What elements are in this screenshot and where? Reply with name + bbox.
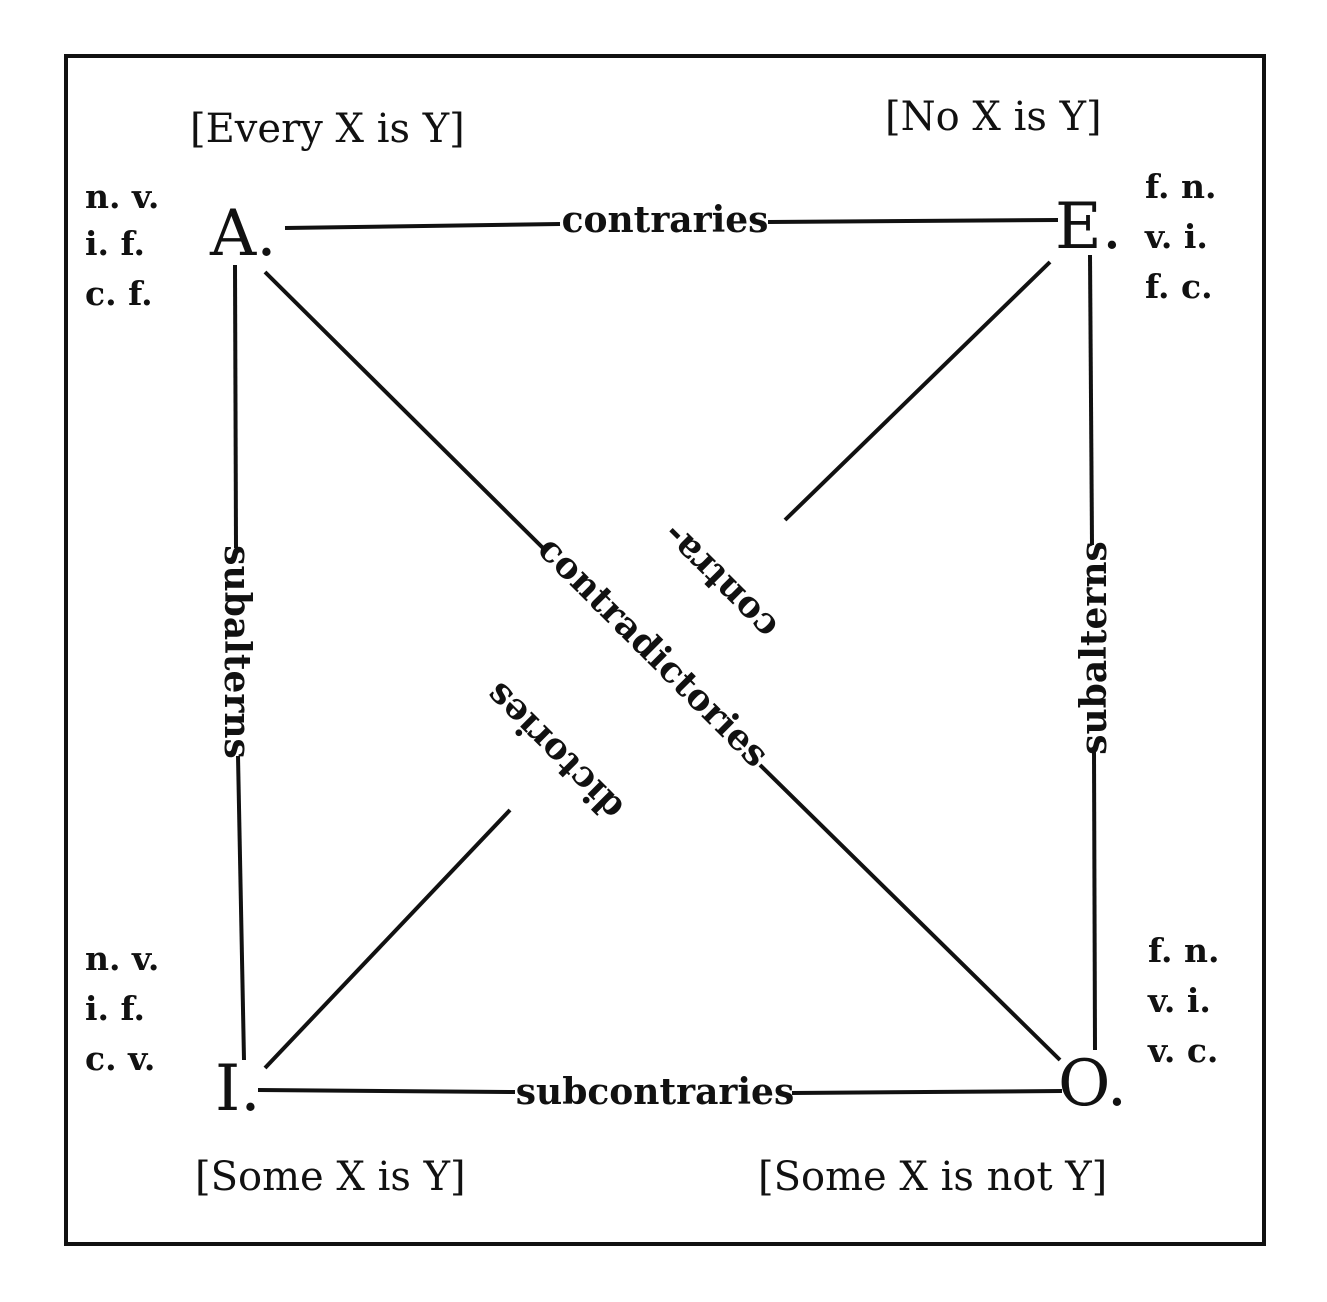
corner-o-letter: O. bbox=[1058, 1047, 1127, 1121]
proposition-a: [Every X is Y] bbox=[190, 106, 465, 152]
note-e-2: v. i. bbox=[1144, 217, 1208, 256]
edge-subalterns-right-top bbox=[1088, 254, 1094, 546]
label-dictories: dictories bbox=[477, 674, 632, 829]
note-a-3: c. f. bbox=[85, 274, 153, 313]
corner-e-letter: E. bbox=[1055, 190, 1122, 264]
note-i-2: i. f. bbox=[85, 989, 145, 1028]
proposition-o: [Some X is not Y] bbox=[758, 1154, 1107, 1200]
edge-subcontraries-left bbox=[257, 1088, 516, 1094]
label-contraries: contraries bbox=[562, 199, 769, 241]
edge-contradictories-a-o-top bbox=[263, 270, 547, 552]
edge-subalterns-left-bottom bbox=[236, 755, 246, 1061]
corner-a-letter: A. bbox=[209, 197, 277, 271]
note-e-3: f. c. bbox=[1145, 267, 1213, 306]
edge-contradictories-e-i-top bbox=[783, 260, 1052, 522]
edge-subalterns-right-bottom bbox=[1092, 749, 1097, 1051]
frame-border bbox=[64, 54, 1266, 1246]
edge-subcontraries-right bbox=[791, 1089, 1063, 1095]
corner-i-letter: I. bbox=[215, 1052, 261, 1126]
note-e-1: f. n. bbox=[1145, 167, 1216, 206]
edge-contradictories-e-i-bottom bbox=[263, 808, 512, 1070]
note-o-1: f. n. bbox=[1148, 931, 1219, 970]
note-a-2: i. f. bbox=[85, 224, 145, 263]
note-o-3: v. c. bbox=[1147, 1031, 1218, 1070]
label-contra: contra- bbox=[653, 515, 786, 648]
edge-subalterns-left-top bbox=[233, 264, 238, 549]
label-subcontraries: subcontraries bbox=[516, 1071, 794, 1113]
note-a-1: n. v. bbox=[85, 177, 159, 216]
note-i-1: n. v. bbox=[85, 939, 159, 978]
edge-contraries-right bbox=[767, 218, 1059, 224]
edge-contraries-left bbox=[284, 222, 561, 230]
label-subalterns-left: subalterns bbox=[216, 545, 258, 759]
label-subalterns-right: subalterns bbox=[1073, 541, 1115, 755]
note-i-3: c. v. bbox=[85, 1039, 155, 1078]
edge-contradictories-a-o-bottom bbox=[758, 763, 1062, 1062]
proposition-e: [No X is Y] bbox=[885, 94, 1102, 140]
proposition-i: [Some X is Y] bbox=[195, 1154, 466, 1200]
note-o-2: v. i. bbox=[1147, 981, 1211, 1020]
